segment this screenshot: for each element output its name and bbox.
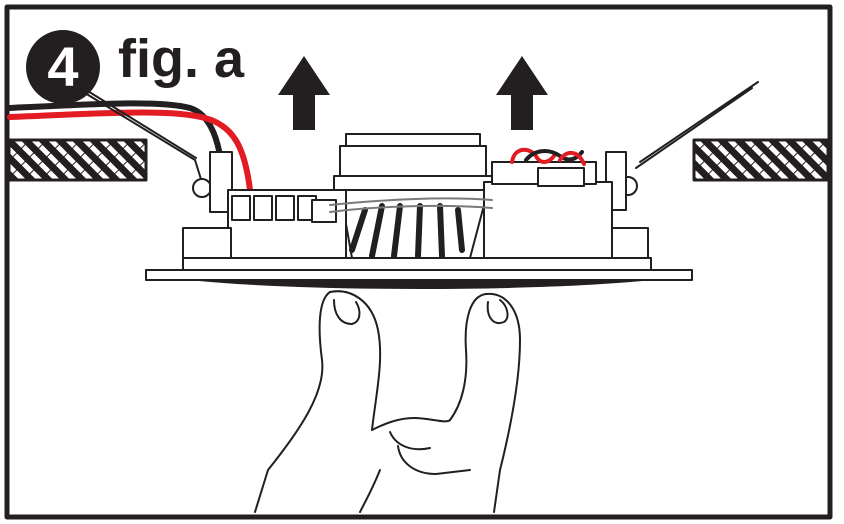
speaker-trim-ring bbox=[145, 257, 693, 289]
left-mounting-clip bbox=[69, 79, 233, 213]
ceiling-left bbox=[7, 138, 148, 182]
hand-illustration bbox=[254, 290, 521, 513]
up-arrow-icon bbox=[496, 56, 548, 130]
step-number-badge: 4 bbox=[26, 30, 100, 104]
ceiling-right bbox=[692, 138, 830, 182]
figure-label: fig. a bbox=[118, 29, 245, 89]
step-number: 4 bbox=[47, 35, 79, 98]
up-arrow-icon bbox=[278, 56, 330, 130]
